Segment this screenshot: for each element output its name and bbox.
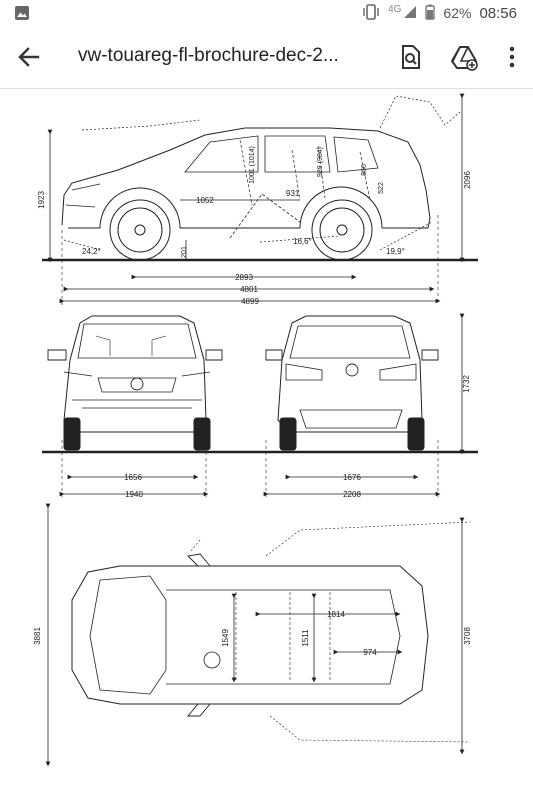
status-bar: 4G 62% 08:56 xyxy=(0,0,533,26)
find-in-page-icon[interactable] xyxy=(395,42,425,72)
side-height-label: 1923 xyxy=(37,191,46,209)
top-trunk-label: 974 xyxy=(363,648,377,657)
side-approach-label: 24,2° xyxy=(82,247,101,256)
document-title: vw-touareg-fl-brochure-dec-2... xyxy=(78,45,339,66)
front-view xyxy=(42,315,478,500)
arrow-left-icon[interactable] xyxy=(14,42,44,72)
top-length-right-label: 3708 xyxy=(463,627,472,645)
side-legroom1-label: 1052 xyxy=(196,196,214,205)
rear-view xyxy=(263,313,465,500)
battery-icon xyxy=(425,4,436,23)
side-roof-height-label: 2096 xyxy=(463,171,472,189)
add-to-drive-icon[interactable] xyxy=(449,42,479,72)
clock: 08:56 xyxy=(479,4,517,22)
vibrate-icon xyxy=(362,3,380,23)
side-departure-label: 19,9° xyxy=(386,247,405,256)
side-legroom2-label: 931 xyxy=(286,189,300,198)
app-bar: vw-touareg-fl-brochure-dec-2... xyxy=(0,26,533,89)
front-width-label: 1940 xyxy=(125,490,143,499)
side-seat1-label: 1001 (1014) xyxy=(249,146,256,184)
document-page: 1923 2096 1001 (1014) 989 (984) 866 522 … xyxy=(0,89,533,800)
battery-percent: 62% xyxy=(443,5,472,21)
side-rear-label: 522 xyxy=(378,182,385,194)
rear-width-label: 2208 xyxy=(343,490,361,499)
side-length-b-label: 4899 xyxy=(241,297,259,306)
side-wheelbase-label: 2893 xyxy=(235,273,253,282)
more-vert-icon[interactable] xyxy=(497,42,527,72)
side-seat2-label: 989 (984) xyxy=(317,147,324,177)
side-ramp-label: 16,6° xyxy=(293,237,312,246)
front-track-label: 1656 xyxy=(124,473,142,482)
top-length-left-label: 3881 xyxy=(33,627,42,645)
image-icon xyxy=(14,5,30,24)
side-seat3-label: 866 xyxy=(361,164,368,176)
rear-track-label: 1676 xyxy=(343,473,361,482)
network-label: 4G xyxy=(388,3,402,15)
side-length-a-label: 4801 xyxy=(240,285,258,294)
signal-icon xyxy=(403,5,417,22)
top-width-a-label: 1549 xyxy=(221,629,230,647)
rear-height-label: 1732 xyxy=(462,375,471,393)
side-clearance-label: 201 xyxy=(181,246,188,258)
side-view xyxy=(42,93,478,305)
top-view xyxy=(45,503,471,767)
vehicle-dimensions-drawing: 1923 2096 1001 (1014) 989 (984) 866 522 … xyxy=(33,93,478,767)
top-cargo-length-label: 1814 xyxy=(327,610,345,619)
top-width-b-label: 1511 xyxy=(301,629,310,647)
